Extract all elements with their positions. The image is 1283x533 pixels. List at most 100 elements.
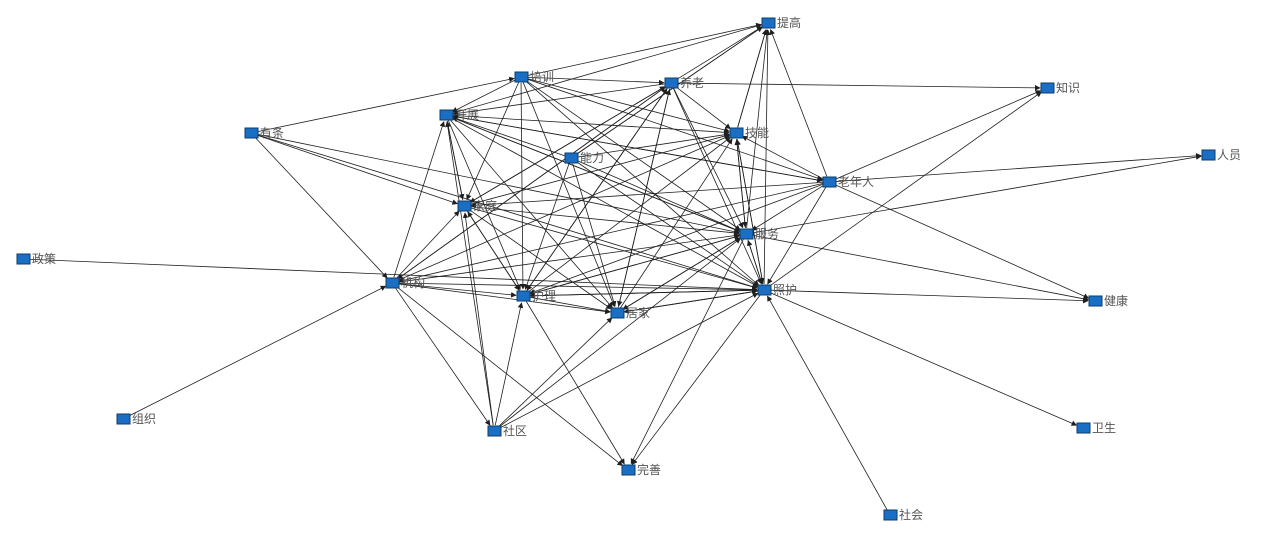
node-box[interactable] <box>457 200 472 212</box>
node-zhaohu[interactable]: 照护 <box>757 283 797 297</box>
edge-jiating-kaizhan <box>445 121 464 201</box>
node-label: 居家 <box>626 305 650 320</box>
node-box[interactable] <box>1088 295 1103 307</box>
edge-peixun-kaizhan <box>451 79 516 113</box>
edge-kaizhan-zhaohu <box>451 117 759 287</box>
node-label: 知识 <box>1056 81 1080 95</box>
node-box[interactable] <box>883 509 898 521</box>
node-box[interactable] <box>439 109 454 121</box>
node-label: 提高 <box>777 15 801 30</box>
edge-huli-yanglao <box>526 88 668 292</box>
node-box[interactable] <box>564 152 579 164</box>
node-label: 家庭 <box>473 198 497 213</box>
node-box[interactable] <box>385 277 400 289</box>
node-peixun[interactable]: 培训 <box>514 69 554 84</box>
edge-laonianren-huli <box>529 183 824 295</box>
edge-jigou-kaizhan <box>393 121 445 278</box>
edge-zhaohu-wanshan <box>631 294 761 465</box>
node-box[interactable] <box>739 228 754 240</box>
node-box[interactable] <box>610 307 625 319</box>
edge-zuzhi-jigou <box>128 285 387 417</box>
node-jiankang[interactable]: 健康 <box>1088 293 1128 308</box>
node-box[interactable] <box>729 127 744 139</box>
node-label: 政策 <box>32 252 56 266</box>
node-zuzhi[interactable]: 组织 <box>116 412 156 426</box>
edge-laonianren-zhishi <box>834 90 1042 180</box>
node-box[interactable] <box>822 176 837 188</box>
node-nengli[interactable]: 能力 <box>564 151 604 165</box>
node-label: 机构 <box>401 275 425 290</box>
node-shehui[interactable]: 社会 <box>883 507 923 522</box>
node-shequ[interactable]: 社区 <box>487 423 527 438</box>
node-label: 培训 <box>530 69 554 84</box>
node-youguan[interactable]: 有条 <box>244 126 284 140</box>
node-weisheng[interactable]: 卫生 <box>1076 421 1116 435</box>
node-jineng[interactable]: 技能 <box>729 126 769 140</box>
edge-shequ-zhaohu <box>499 292 759 429</box>
node-jujia[interactable]: 居家 <box>610 305 650 320</box>
node-label: 社会 <box>899 507 923 522</box>
node-renyuan[interactable]: 人员 <box>1201 148 1241 162</box>
node-box[interactable] <box>1201 149 1216 161</box>
node-label: 老年人 <box>838 175 874 189</box>
edge-yanglao-jineng <box>675 86 731 130</box>
node-jigou[interactable]: 机构 <box>385 275 425 290</box>
node-huli[interactable]: 护理 <box>516 289 556 303</box>
edge-peixun-yanglao <box>526 76 665 86</box>
node-label: 技能 <box>745 126 769 140</box>
edges-layer <box>28 22 1202 510</box>
node-fuwu[interactable]: 服务 <box>739 226 779 241</box>
node-wanshan[interactable]: 完善 <box>621 462 661 477</box>
edge-shequ-jiating <box>462 212 494 426</box>
node-label: 开展 <box>455 108 479 122</box>
edge-youguan-jigou <box>254 137 388 279</box>
node-jiating[interactable]: 家庭 <box>457 198 497 213</box>
node-zhishi[interactable]: 知识 <box>1040 81 1080 95</box>
edge-jiating-jineng <box>469 133 730 205</box>
node-label: 健康 <box>1104 293 1128 308</box>
edge-fuwu-huli <box>529 235 741 296</box>
edge-yanglao-zhaohu <box>673 88 762 285</box>
node-box[interactable] <box>514 71 529 83</box>
node-box[interactable] <box>1076 422 1091 434</box>
node-box[interactable] <box>16 253 31 265</box>
node-box[interactable] <box>516 290 531 302</box>
node-box[interactable] <box>621 464 636 476</box>
node-kaizhan[interactable]: 开展 <box>439 108 479 122</box>
edge-kaizhan-jineng <box>451 114 730 136</box>
node-box[interactable] <box>244 127 259 139</box>
edge-shehui-zhaohu <box>767 295 888 510</box>
node-label: 组织 <box>132 412 156 426</box>
edge-jigou-wanshan <box>396 286 623 467</box>
node-laonianren[interactable]: 老年人 <box>822 175 874 189</box>
edge-shequ-huli <box>494 302 524 426</box>
node-label: 照护 <box>773 283 797 297</box>
edge-peixun-fuwu <box>525 80 741 231</box>
edge-huli-jujia <box>528 296 611 314</box>
edge-peixun-jineng <box>526 78 730 133</box>
node-yanglao[interactable]: 养老 <box>664 75 704 90</box>
edge-laonianren-jineng <box>741 135 824 180</box>
edge-peixun-jujia <box>522 82 616 308</box>
edge-nengli-fuwu <box>576 160 741 232</box>
edge-jineng-fuwu <box>736 138 748 228</box>
edge-jiating-yanglao <box>468 86 666 204</box>
node-box[interactable] <box>757 284 772 296</box>
node-box[interactable] <box>116 413 131 425</box>
edge-huli-jiating <box>467 211 521 292</box>
edge-nengli-jineng <box>576 132 730 158</box>
node-tigao[interactable]: 提高 <box>761 15 801 30</box>
node-box[interactable] <box>1040 82 1055 94</box>
edge-laonianren-tigao <box>769 29 828 177</box>
node-box[interactable] <box>487 425 502 437</box>
edge-laonianren-fuwu <box>751 184 825 231</box>
node-box[interactable] <box>664 77 679 89</box>
node-box[interactable] <box>761 17 776 29</box>
node-zhengce[interactable]: 政策 <box>16 252 56 266</box>
edge-fuwu-kaizhan <box>451 116 741 233</box>
edge-youguan-fuwu <box>256 133 740 235</box>
edge-jigou-huli <box>397 283 517 298</box>
edge-jigou-jiating <box>395 210 460 279</box>
edge-jujia-jineng <box>619 138 733 309</box>
